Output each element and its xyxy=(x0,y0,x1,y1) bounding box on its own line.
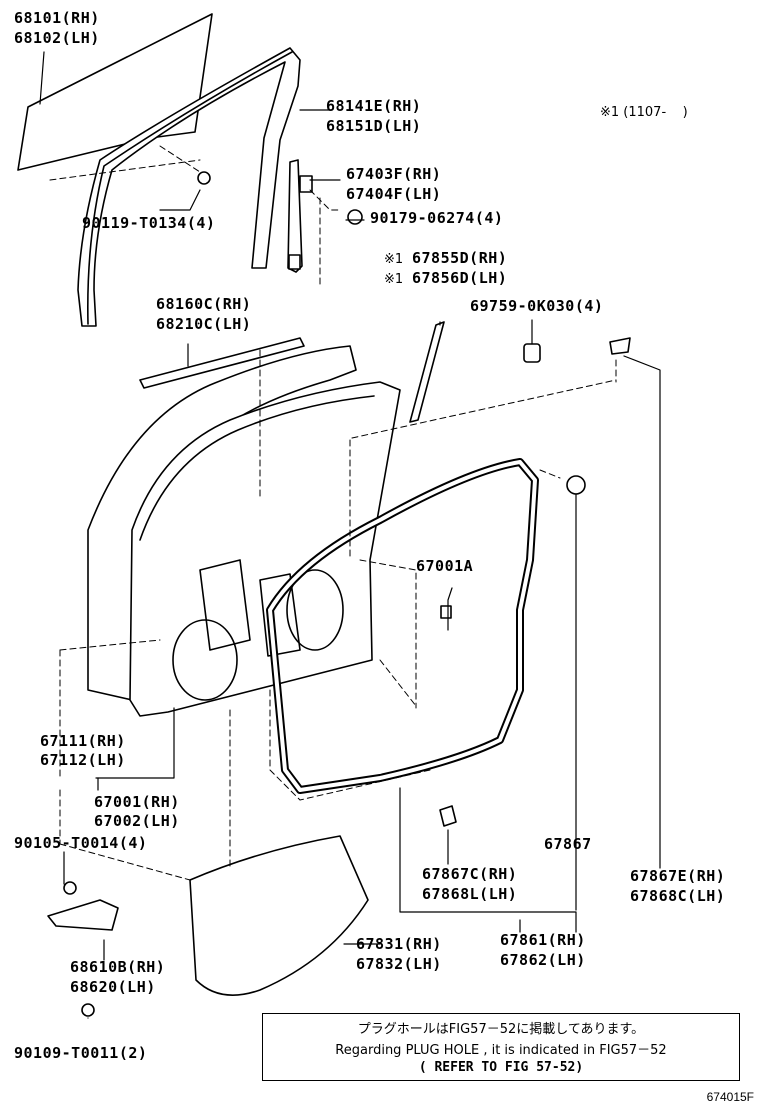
dashed-lines xyxy=(49,145,617,881)
label-panel-lh: 67002(LH) xyxy=(94,812,180,830)
label-cushion-lh: 67856D(LH) xyxy=(412,269,508,287)
label-hinge-outer-rh: 67111(RH) xyxy=(40,732,126,750)
label-clip-e-rh: 67867E(RH) xyxy=(630,867,726,885)
label-bolt-check: 90109-T0011(2) xyxy=(14,1044,148,1062)
label-clip-top: 69759-0K030(4) xyxy=(470,297,604,315)
weatherstrip-part xyxy=(266,458,539,794)
label-nut: 90179-06274(4) xyxy=(370,209,504,227)
label-clip-c-rh: 67867C(RH) xyxy=(422,865,518,883)
label-plug: 67001A xyxy=(416,557,474,575)
label-panel-rh: 67001(RH) xyxy=(94,793,180,811)
run-channel-part xyxy=(287,159,313,273)
plug-hole-notice: プラグホールはFIG57－52に掲載してあります。 Regarding PLUG… xyxy=(262,1013,740,1081)
label-run-rh: 68141E(RH) xyxy=(326,97,422,115)
label-cushion-mark-lh: ※1 xyxy=(384,272,404,287)
label-weather-clip: 67867 xyxy=(544,835,592,853)
label-channel-lh: 67404F(LH) xyxy=(346,185,442,203)
label-clip-e-lh: 67868C(LH) xyxy=(630,887,726,905)
label-run-lh: 68151D(LH) xyxy=(326,117,422,135)
notice-english: Regarding PLUG HOLE , it is indicated in… xyxy=(335,1043,667,1058)
leader-lines xyxy=(39,51,661,1019)
label-cushion-rh: 67855D(RH) xyxy=(412,249,508,267)
glass-run-part xyxy=(77,47,301,327)
label-cushion-mark-rh: ※1 xyxy=(384,252,404,267)
label-hinge-outer-lh: 67112(LH) xyxy=(40,751,126,769)
door-check-part xyxy=(47,881,119,1017)
notice-japanese: プラグホールはFIG57－52に掲載してあります。 xyxy=(357,1022,645,1037)
label-check-rh: 68610B(RH) xyxy=(70,958,166,976)
label-glass-rh: 68101(RH) xyxy=(14,9,100,27)
door-panel-part xyxy=(129,381,401,717)
label-check-lh: 68620(LH) xyxy=(70,978,156,996)
label-cover-rh: 67831(RH) xyxy=(356,935,442,953)
label-footnote: ※1 (1107- ) xyxy=(600,105,688,120)
label-beltline-lh: 68210C(LH) xyxy=(156,315,252,333)
cushion-part xyxy=(409,321,445,423)
label-bolt-hinge: 90105-T0014(4) xyxy=(14,834,148,852)
label-beltline-rh: 68160C(RH) xyxy=(156,295,252,313)
label-cover-lh: 67832(LH) xyxy=(356,955,442,973)
label-clip-c-lh: 67868L(LH) xyxy=(422,885,518,903)
label-weather-lh: 67862(LH) xyxy=(500,951,586,969)
label-bolt-glass: 90119-T0134(4) xyxy=(82,214,216,232)
label-weather-rh: 67861(RH) xyxy=(500,931,586,949)
label-glass-lh: 68102(LH) xyxy=(14,29,100,47)
label-channel-rh: 67403F(RH) xyxy=(346,165,442,183)
belt-moulding-part xyxy=(139,337,305,389)
figure-code: 674015F xyxy=(706,1090,754,1104)
notice-reference: ( REFER TO FIG 57-52) xyxy=(418,1060,584,1075)
hole-cover-part xyxy=(189,835,369,996)
